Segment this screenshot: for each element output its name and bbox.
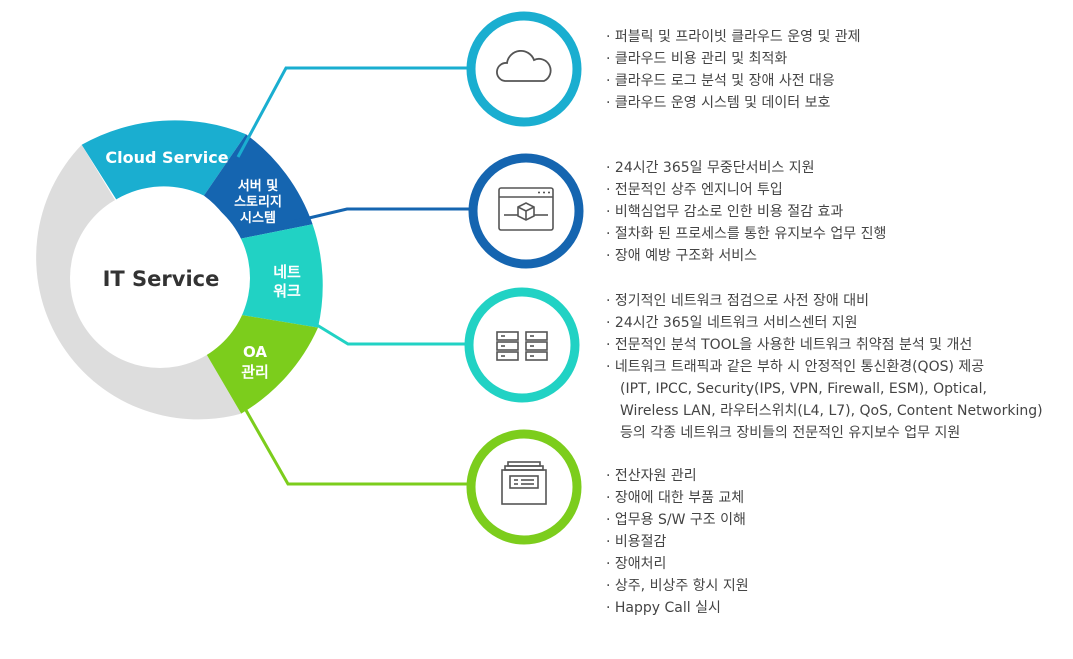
list-item: 퍼블릭 및 프라이빗 클라우드 운영 및 관제 (606, 26, 861, 48)
connector-cloud (236, 66, 471, 158)
segment-label-server-3: 시스템 (240, 211, 276, 226)
connector-server (291, 207, 473, 224)
list-item-continuation: 등의 각종 네트워크 장비들의 전문적인 유지보수 업무 지원 (620, 425, 961, 441)
segment-label-oa-1: OA (243, 343, 267, 361)
connector-network (311, 320, 470, 346)
outer-ring-gray (36, 144, 242, 420)
list-item: 업무용 S/W 구조 이해 (606, 509, 749, 531)
list-item: 절차화 된 프로세스를 통한 유지보수 업무 진행 (606, 223, 886, 245)
list-item: 전산자원 관리 (606, 465, 749, 487)
server-storage-list: 24시간 365일 무중단서비스 지원 전문적인 상주 엔지니어 투입 비핵심업… (606, 157, 886, 267)
network-list: 정기적인 네트워크 점검으로 사전 장애 대비 24시간 365일 네트워크 서… (606, 290, 1043, 444)
connector-oa (241, 404, 472, 486)
cloud-icon (496, 50, 552, 82)
center-circle (70, 188, 250, 368)
list-item: 네트워크 트래픽과 같은 부하 시 안정적인 통신환경(QOS) 제공 (606, 356, 1043, 378)
list-item: 장애처리 (606, 553, 749, 575)
list-item: 장애 예방 구조화 서비스 (606, 245, 886, 267)
list-item: Happy Call 실시 (606, 597, 749, 619)
center-title: IT Service (103, 267, 220, 291)
list-item: 24시간 365일 네트워크 서비스센터 지원 (606, 312, 1043, 334)
browser-box-icon (498, 187, 554, 231)
list-item: 24시간 365일 무중단서비스 지원 (606, 157, 886, 179)
segment-label-oa-2: 관리 (241, 363, 269, 381)
icon-node-network (464, 287, 580, 403)
segment-label-cloud: Cloud Service (105, 148, 228, 167)
segment-server-storage[interactable] (203, 134, 313, 240)
segment-label-server-2: 스토리지 (234, 194, 282, 210)
cloud-service-list: 퍼블릭 및 프라이빗 클라우드 운영 및 관제 클라우드 비용 관리 및 최적화… (606, 26, 861, 114)
icon-node-server (468, 153, 584, 269)
list-item: 클라우드 비용 관리 및 최적화 (606, 48, 861, 70)
list-item-continuation: (IPT, IPCC, Security(IPS, VPN, Firewall,… (620, 381, 987, 397)
segment-label-network-2: 워크 (273, 282, 301, 300)
list-item: 전문적인 분석 TOOL을 사용한 네트워크 취약점 분석 및 개선 (606, 334, 1043, 356)
list-item: 장애에 대한 부품 교체 (606, 487, 749, 509)
segment-network[interactable] (236, 224, 323, 328)
list-item: 비용절감 (606, 531, 749, 553)
segment-oa[interactable] (204, 315, 318, 414)
list-item: 상주, 비상주 항시 지원 (606, 575, 749, 597)
list-item: 비핵심업무 감소로 인한 비용 절감 효과 (606, 201, 886, 223)
list-item: 전문적인 상주 엔지니어 투입 (606, 179, 886, 201)
segment-cloud-service[interactable] (81, 120, 246, 200)
list-item: 정기적인 네트워크 점검으로 사전 장애 대비 (606, 290, 1043, 312)
oa-management-list: 전산자원 관리 장애에 대한 부품 교체 업무용 S/W 구조 이해 비용절감 … (606, 465, 749, 619)
list-item: 클라우드 로그 분석 및 장애 사전 대응 (606, 70, 861, 92)
list-item-continuation: Wireless LAN, 라우터스위치(L4, L7), QoS, Conte… (620, 403, 1043, 419)
list-item: 클라우드 운영 시스템 및 데이터 보호 (606, 92, 861, 114)
icon-node-oa (466, 429, 582, 545)
archive-box-icon (501, 461, 547, 505)
segment-label-network-1: 네트 (273, 263, 301, 281)
server-rack-icon (496, 331, 548, 361)
segment-label-server-1: 서버 및 (238, 178, 278, 194)
icon-node-cloud (466, 11, 582, 127)
